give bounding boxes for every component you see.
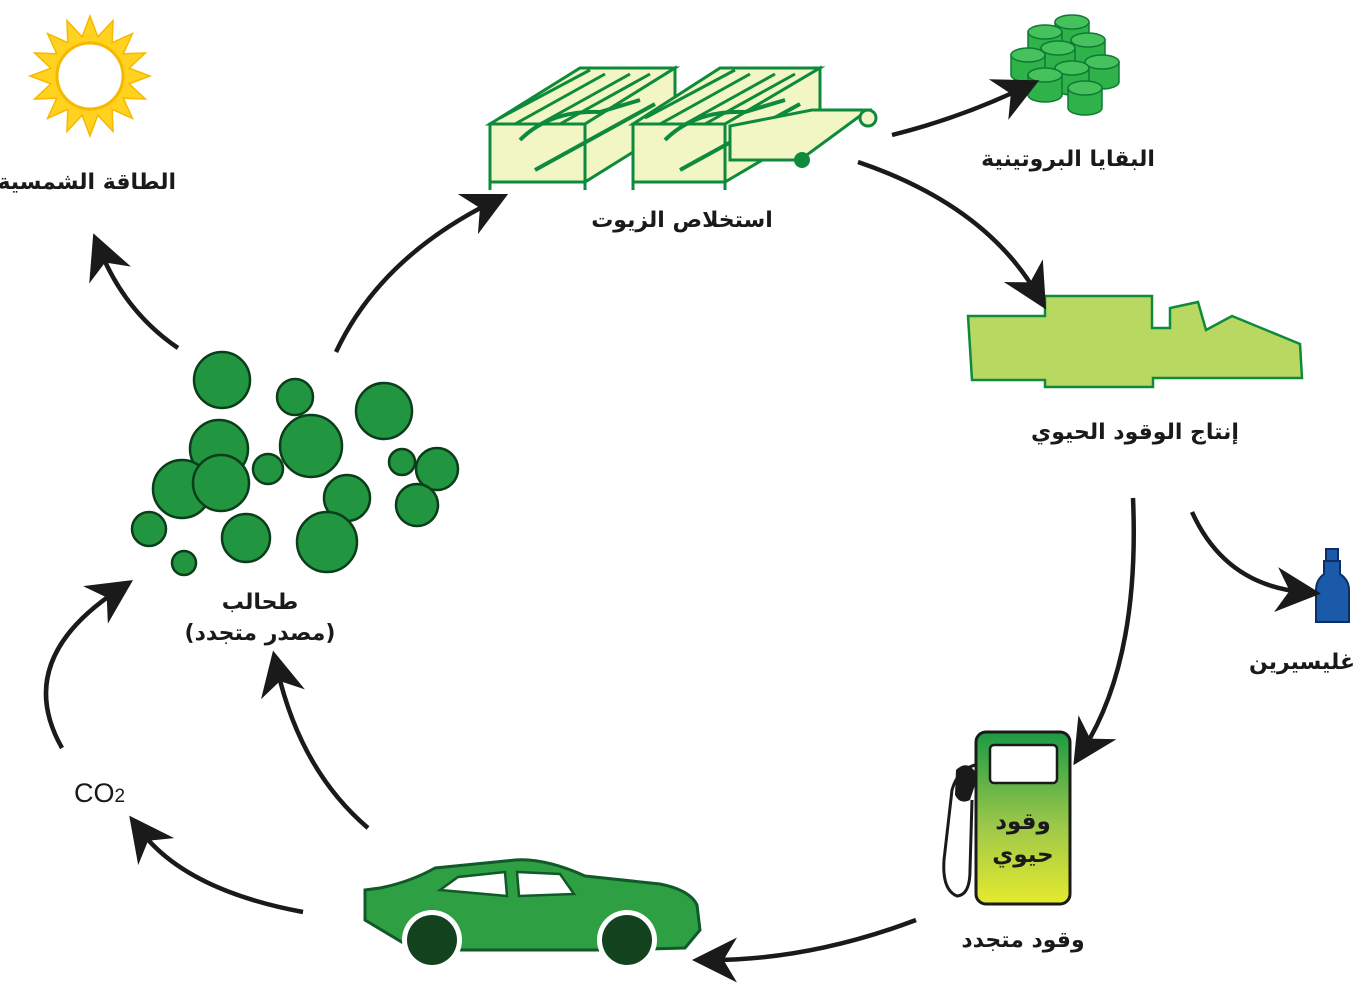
- label-co2: CO2: [74, 778, 125, 809]
- algae-cells-icon: [130, 350, 460, 577]
- algae-cell: [191, 453, 251, 513]
- algae-cell: [251, 452, 285, 486]
- label-renewable-fuel: وقود متجدد: [961, 928, 1085, 953]
- algae-cell: [278, 413, 344, 479]
- sun-icon: [27, 13, 153, 139]
- algae-cell: [220, 512, 272, 564]
- arrow-algae-to-extraction: [333, 193, 509, 353]
- arrow-car-to-co2: [129, 815, 304, 915]
- arrow-pump-to-car: [692, 917, 917, 983]
- algae-cell: [387, 447, 417, 477]
- algae-cell: [414, 446, 460, 492]
- pump-text: وقود حيوي: [976, 806, 1070, 873]
- label-biofuel-production: إنتاج الوقود الحيوي: [1031, 420, 1239, 445]
- algae-cell: [192, 350, 252, 410]
- co2-subscript: 2: [114, 786, 126, 807]
- arrow-refinery-to-glycerin: [1189, 511, 1321, 612]
- protein-cake: [1067, 80, 1103, 116]
- label-solar-energy: الطاقة الشمسية: [0, 170, 176, 195]
- glycerin-bottle-icon: [1315, 548, 1350, 623]
- algae-cell: [275, 377, 315, 417]
- algae-cell: [394, 482, 440, 528]
- co2-main: CO: [74, 778, 115, 808]
- arrow-co2-to-algae: [43, 580, 134, 750]
- algae-cell: [354, 381, 414, 441]
- arrow-extraction-to-refinery: [857, 159, 1047, 310]
- arrow-refinery-to-pump: [1073, 497, 1137, 766]
- label-oil-extraction: استخلاص الزيوت: [591, 208, 773, 233]
- protein-cake: [1027, 67, 1063, 103]
- fuel-pump-icon: [942, 730, 1072, 906]
- car-icon: [363, 858, 702, 970]
- algae-cell: [170, 549, 198, 577]
- label-algae: طحالب: [221, 590, 299, 615]
- label-algae-note: (مصدر متجدد): [184, 621, 336, 646]
- pump-text-line1: وقود: [995, 809, 1051, 835]
- arrow-algae-to-sun: [89, 233, 180, 350]
- refinery-icon: [966, 294, 1304, 389]
- raceway-pond-icon: [484, 65, 878, 190]
- label-protein-residue: البقايا البروتينية: [981, 147, 1155, 172]
- cycle-arrows: [43, 79, 1321, 983]
- arrow-extraction-to-protein: [891, 79, 1040, 138]
- algae-cell: [130, 510, 168, 548]
- pump-text-line2: حيوي: [992, 842, 1054, 869]
- algae-cell: [295, 510, 359, 574]
- protein-cakes-icon: [1010, 14, 1120, 116]
- arrow-car-to-algae: [260, 650, 370, 830]
- label-glycerin: غليسيرين: [1248, 650, 1356, 675]
